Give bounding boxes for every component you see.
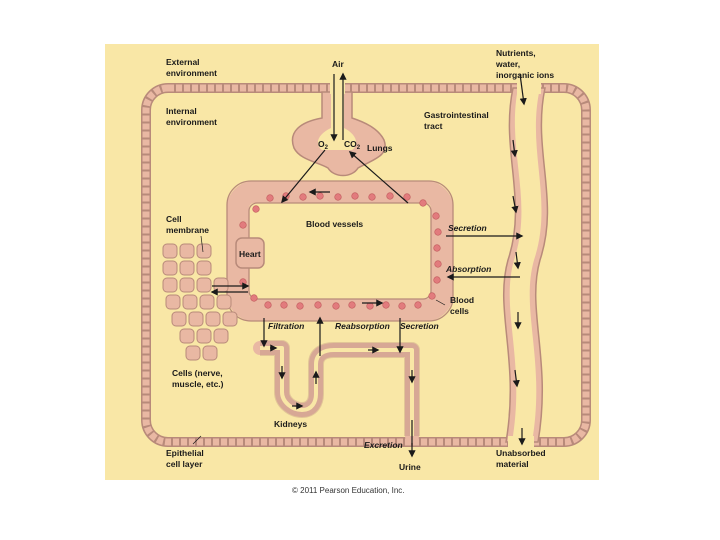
o2-arrow [281,149,326,204]
gi-flow-1 [510,139,518,158]
label-unabsorbed-1: Unabsorbed [496,448,546,458]
blood-vessel-inner-edge [248,202,432,300]
gi-entry-gap [517,82,541,94]
co2-arrow [348,151,409,204]
label-kidneys: Kidneys [274,419,307,429]
label-epithelial-2: cell layer [166,459,203,469]
gi-exit-gap [508,436,534,448]
label-reabsorption: Reabsorption [335,321,390,331]
label-blood-cells-2: cells [450,306,469,316]
label-absorption: Absorption [445,264,491,274]
label-blood-cells-1: Blood [450,295,474,305]
label-urine: Urine [399,462,421,472]
label-secretion-gi: Secretion [448,223,487,233]
label-air: Air [332,59,345,69]
label-gi-tract-2: tract [424,121,443,131]
label-leaders [192,235,446,445]
label-external-environment-2: environment [166,68,217,78]
label-nutrients-3: inorganic ions [496,70,554,80]
gi-flow-3 [513,251,521,270]
copyright: © 2011 Pearson Education, Inc. [292,486,404,495]
nutrients-arrow [519,73,527,106]
label-blood-vessels: Blood vessels [306,219,363,229]
blood-vessel-outer-edge [226,180,454,322]
label-external-environment-1: External [166,57,200,67]
label-heart: Heart [239,249,261,259]
flow-arrows [210,72,527,458]
lungs-airway [317,92,357,150]
label-nutrients-1: Nutrients, [496,48,536,58]
label-lungs: Lungs [367,143,393,153]
gi-flow-2 [511,195,519,214]
label-unabsorbed-2: material [496,459,529,469]
label-nutrients-2: water, [495,59,520,69]
gi-flow-5 [512,369,520,388]
label-epithelial-1: Epithelial [166,448,204,458]
label-cells-2: muscle, etc.) [172,379,224,389]
body-cells [162,243,238,361]
epithelial-cell-layer-fill [142,84,590,446]
label-internal-environment-1: Internal [166,106,197,116]
label-secretion-kidney: Secretion [400,321,439,331]
kidney-tubule-lumen [260,346,414,436]
label-cells-1: Cells (nerve, [172,368,223,378]
label-cell-membrane-1: Cell [166,214,182,224]
heart [235,237,265,269]
label-filtration: Filtration [268,321,304,331]
gi-tract-lumen [509,88,542,442]
label-cell-membrane-2: membrane [166,225,209,235]
label-co2: CO2 [344,139,361,151]
label-excretion: Excretion [364,440,403,450]
label-gi-tract-1: Gastrointestinal [424,110,489,120]
label-o2: O2 [318,139,329,151]
label-internal-environment-2: environment [166,117,217,127]
